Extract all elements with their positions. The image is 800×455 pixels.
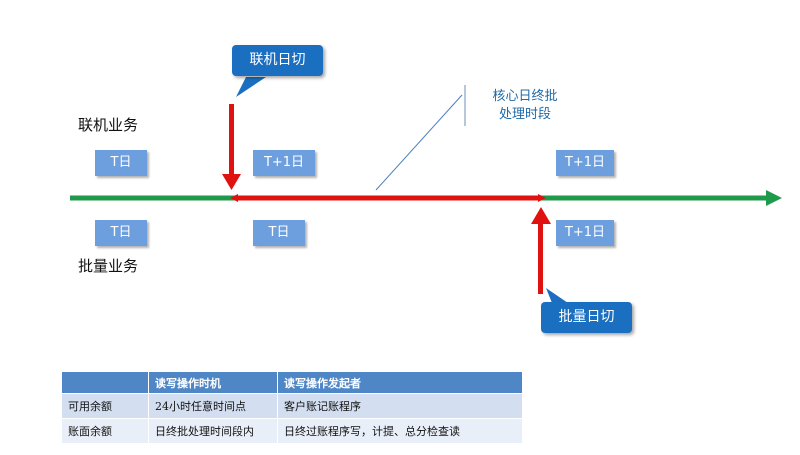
core-batch-period-note: 核心日终批 处理时段 — [472, 88, 578, 124]
table-cell: 日终批处理时间段内 — [148, 418, 278, 443]
table-header-row: 读写操作时机 读写操作发起者 — [62, 372, 523, 394]
batch-cut-arrow-shaft — [538, 222, 543, 294]
table-header-empty — [62, 372, 149, 394]
core-note-leader-line — [375, 94, 463, 191]
table-row: 可用余额 24小时任意时间点 客户账记账程序 — [62, 393, 523, 419]
core-note-line1: 核心日终批 — [492, 89, 558, 104]
table-header-initiator: 读写操作发起者 — [277, 372, 523, 394]
online-cut-callout: 联机日切 — [232, 45, 323, 76]
online-box-t-day: T日 — [95, 150, 147, 176]
online-cut-arrowhead — [222, 174, 241, 190]
table-cell: 客户账记账程序 — [277, 393, 523, 419]
online-cut-callout-tail — [236, 77, 266, 97]
table-row: 账面余额 日终批处理时间段内 日终过账程序写，计提、总分检查读 — [62, 418, 523, 443]
online-box-t1-day-right: T+1日 — [556, 150, 614, 176]
batch-cut-callout-tail — [546, 288, 568, 303]
online-box-t1-day: T+1日 — [253, 150, 315, 176]
batch-box-t1-day: T+1日 — [556, 220, 614, 246]
table-cell: 账面余额 — [62, 418, 149, 443]
batch-cut-arrowhead — [531, 207, 551, 224]
batch-cut-callout: 批量日切 — [541, 302, 632, 333]
core-note-line2: 处理时段 — [498, 107, 551, 122]
online-business-label: 联机业务 — [78, 116, 139, 134]
batch-business-label: 批量业务 — [78, 257, 139, 275]
batch-period-left-tip — [230, 194, 238, 202]
table-header-timing: 读写操作时机 — [148, 372, 278, 394]
batch-box-t-day-middle: T日 — [253, 220, 305, 246]
table-cell: 日终过账程序写，计提、总分检查读 — [277, 418, 523, 443]
batch-box-t-day: T日 — [95, 220, 147, 246]
table-cell: 可用余额 — [62, 393, 149, 419]
batch-period-right-tip — [538, 194, 546, 202]
balance-table: 读写操作时机 读写操作发起者 可用余额 24小时任意时间点 客户账记账程序 账面… — [62, 372, 523, 443]
timeline-arrowhead — [766, 190, 782, 206]
table-cell: 24小时任意时间点 — [148, 393, 278, 419]
online-cut-arrow-shaft — [229, 104, 234, 176]
